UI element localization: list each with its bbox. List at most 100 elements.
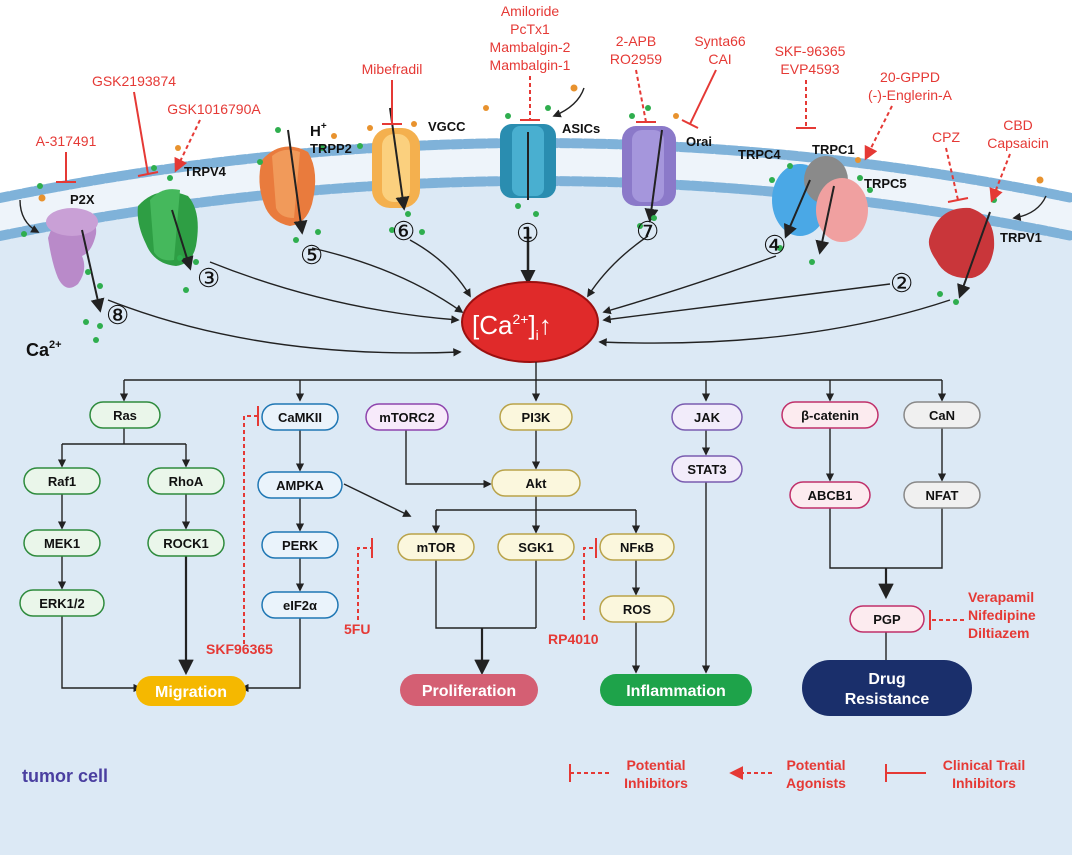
node-nfat: NFAT <box>903 481 981 509</box>
node-pgp: PGP <box>849 605 925 633</box>
svg-text:RhoA: RhoA <box>169 474 204 489</box>
drug-cpz: CPZ <box>932 129 960 145</box>
site-6-marker: ⑥ <box>392 216 415 246</box>
drug-mambalgin1: Mambalgin-1 <box>490 57 571 73</box>
drug-a317491: A-317491 <box>36 133 97 149</box>
trpv1-channel <box>928 207 995 299</box>
svg-text:[Ca2+]i↑: [Ca2+]i↑ <box>472 310 552 343</box>
svg-text:PERK: PERK <box>282 538 319 553</box>
site-8-marker: ⑧ <box>106 300 129 330</box>
drug-gsk2193874: GSK2193874 <box>92 73 176 89</box>
drug-2apb: 2-APB <box>616 33 656 49</box>
svg-text:CaN: CaN <box>929 408 955 423</box>
node-stat3: STAT3 <box>671 455 743 483</box>
svg-text:NFκB: NFκB <box>620 540 654 555</box>
center-up-arrow: ↑ <box>539 310 552 340</box>
outcome-proliferation: Proliferation <box>400 674 538 706</box>
drug-skf96365: SKF96365 <box>206 641 273 657</box>
node-ras: Ras <box>89 401 161 429</box>
drug-englerin-a: (-)-Englerin-A <box>868 87 953 103</box>
svg-text:ROCK1: ROCK1 <box>163 536 209 551</box>
trpc5-label: TRPC5 <box>864 176 907 191</box>
node-perk: PERK <box>261 531 339 559</box>
center-superscript: 2+ <box>512 311 528 327</box>
node-eif2a: eIF2α <box>261 591 339 619</box>
node-sgk1: SGK1 <box>497 533 575 561</box>
svg-text:ABCB1: ABCB1 <box>808 488 853 503</box>
pathway-inhibitor-lines <box>243 406 964 644</box>
drug-verapamil: Verapamil <box>968 589 1034 605</box>
drug-amiloride: Amiloride <box>501 3 560 19</box>
site-4-marker: ④ <box>763 230 786 260</box>
node-mek1: MEK1 <box>23 529 101 557</box>
svg-text:AMPKA: AMPKA <box>276 478 324 493</box>
ligand-dots <box>38 84 1044 202</box>
site-7-marker: ⑦ <box>636 216 659 246</box>
node-ampka: AMPKA <box>257 471 343 499</box>
svg-text:β-catenin: β-catenin <box>801 408 859 423</box>
node-akt: Akt <box>491 469 581 497</box>
outcome-inflammation: Inflammation <box>600 674 752 706</box>
site-2-marker: ② <box>890 268 913 298</box>
node-bcatenin: β-catenin <box>781 401 879 429</box>
asics-label: ASICs <box>562 121 600 136</box>
drug-cbd: CBD <box>1003 117 1033 133</box>
drug-mibefradil: Mibefradil <box>362 61 423 77</box>
svg-text:Ras: Ras <box>113 408 137 423</box>
svg-text:PGP: PGP <box>873 612 901 627</box>
svg-text:Resistance: Resistance <box>845 691 930 708</box>
svg-text:CaMKII: CaMKII <box>278 410 322 425</box>
svg-text:Akt: Akt <box>526 476 548 491</box>
svg-text:ERK1/2: ERK1/2 <box>39 596 85 611</box>
legend-potential-inhibitors-line2: Inhibitors <box>624 775 688 791</box>
legend-potential-agonists-line1: Potential <box>786 757 845 773</box>
node-can: CaN <box>903 401 981 429</box>
drug-5fu: 5FU <box>344 621 370 637</box>
node-nfkb: NFκB <box>599 533 675 561</box>
orai-label: Orai <box>686 134 712 149</box>
trpv4-label: TRPV4 <box>184 164 227 179</box>
node-rock1: ROCK1 <box>147 529 225 557</box>
legend-clinical-line2: Inhibitors <box>952 775 1016 791</box>
node-erk: ERK1/2 <box>19 589 105 617</box>
drug-ro2959: RO2959 <box>610 51 662 67</box>
node-raf1: Raf1 <box>23 467 101 495</box>
outcome-drug-resistance: Drug Resistance <box>802 660 972 716</box>
trpc4-label: TRPC4 <box>738 147 781 162</box>
svg-text:Migration: Migration <box>155 684 227 701</box>
site-1-marker: ① <box>516 218 539 248</box>
site-3-marker: ③ <box>197 263 220 293</box>
svg-text:mTORC2: mTORC2 <box>379 410 434 425</box>
calcium-ions <box>21 105 997 343</box>
flux-arrows <box>107 228 951 357</box>
drug-gsk1016790a: GSK1016790A <box>167 101 261 117</box>
node-rhoa: RhoA <box>147 467 225 495</box>
node-mtor: mTOR <box>397 533 475 561</box>
svg-text:eIF2α: eIF2α <box>283 598 317 613</box>
drug-rp4010: RP4010 <box>548 631 599 647</box>
svg-text:Drug: Drug <box>868 671 905 688</box>
svg-text:STAT3: STAT3 <box>687 462 726 477</box>
drug-synta66: Synta66 <box>694 33 746 49</box>
drug-cai: CAI <box>708 51 731 67</box>
center-bracket-close: ] <box>528 310 535 340</box>
svg-text:MEK1: MEK1 <box>44 536 80 551</box>
site-5-marker: ⑤ <box>300 240 323 270</box>
tumor-cell-label: tumor cell <box>22 766 108 786</box>
legend-potential-agonists-line2: Agonists <box>786 775 846 791</box>
drug-nifedipine: Nifedipine <box>968 607 1036 623</box>
node-mtorc2: mTORC2 <box>365 403 449 431</box>
trpv4-channel <box>137 189 198 271</box>
svg-text:ROS: ROS <box>623 602 652 617</box>
svg-text:NFAT: NFAT <box>926 488 959 503</box>
drug-20gppd: 20-GPPD <box>880 69 940 85</box>
p2x-channel <box>46 208 105 313</box>
node-abcb1: ABCB1 <box>789 481 871 509</box>
drug-mambalgin2: Mambalgin-2 <box>490 39 571 55</box>
trpc1-label: TRPC1 <box>812 142 855 157</box>
svg-text:mTOR: mTOR <box>417 540 456 555</box>
trpv1-label: TRPV1 <box>1000 230 1042 245</box>
center-bracket-open: [Ca <box>472 310 513 340</box>
node-camkii: CaMKII <box>261 403 339 431</box>
trpc-complex <box>772 156 868 255</box>
